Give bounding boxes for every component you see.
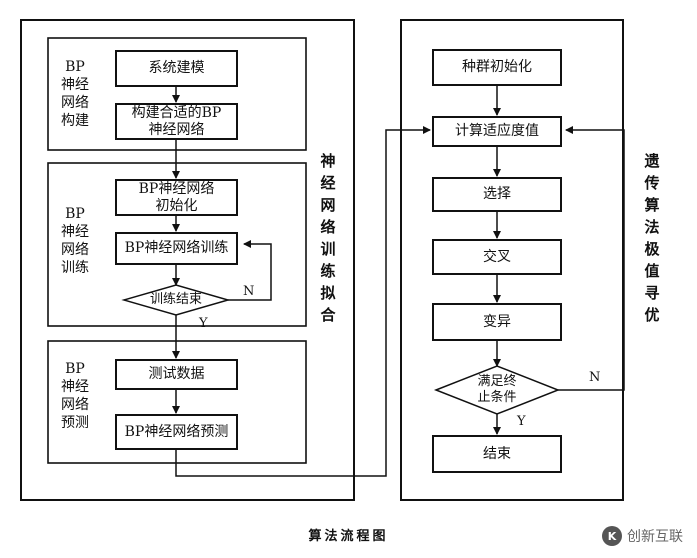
watermark: K 创新互联 <box>602 526 683 546</box>
test-data-box: 测试数据 <box>115 359 238 390</box>
mutation-box: 变异 <box>432 303 562 341</box>
figure-caption: 算法流程图 <box>308 529 389 544</box>
right-panel-title: 遗 传 算 法 极 值 寻 优 <box>644 152 660 324</box>
watermark-text: 创新互联 <box>627 529 683 545</box>
section-predict-label: BP 神经 网络 预测 <box>61 361 89 431</box>
crossover-box: 交叉 <box>432 239 562 275</box>
section-predict-box <box>47 340 307 464</box>
watermark-logo-icon: K <box>602 526 622 546</box>
train-yes-flag: Y <box>199 316 208 331</box>
left-panel-title: 神 经 网 络 训 练 拟 合 <box>320 152 336 324</box>
section-train-box <box>47 162 307 327</box>
right-outer-panel <box>400 19 624 501</box>
terminate-no-flag: N <box>589 370 601 385</box>
network-predict-box: BP神经网络预测 <box>115 414 238 450</box>
section-train-label: BP 神经 网络 训练 <box>61 206 89 276</box>
selection-box: 选择 <box>432 177 562 212</box>
terminate-yes-flag: Y <box>517 414 526 429</box>
build-network-box: 构建合适的BP 神经网络 <box>115 103 238 140</box>
network-init-box: BP神经网络 初始化 <box>115 179 238 216</box>
train-no-flag: N <box>243 284 255 299</box>
fitness-box: 计算适应度值 <box>432 116 562 147</box>
network-train-box: BP神经网络训练 <box>115 232 238 265</box>
train-end-label: 训练结束 <box>149 292 202 307</box>
section-build-label: BP 神经 网络 构建 <box>61 59 89 129</box>
end-box: 结束 <box>432 435 562 473</box>
left-outer-panel <box>20 19 355 501</box>
section-build-box <box>47 37 307 151</box>
terminate-label: 满足终 止条件 <box>477 374 517 405</box>
system-modeling-box: 系统建模 <box>115 50 238 87</box>
population-init-box: 种群初始化 <box>432 49 562 86</box>
